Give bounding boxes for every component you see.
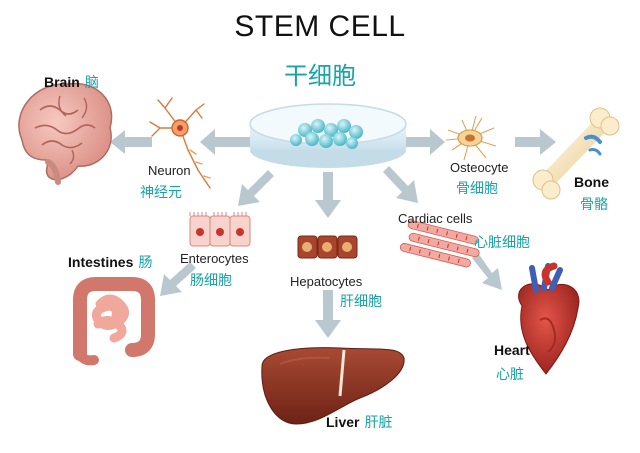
liver-illustration (261, 347, 405, 425)
neuron-label-cn: 神经元 (140, 185, 182, 201)
hepatocytes-illustration (297, 235, 358, 259)
neuron-illustration (149, 97, 211, 189)
brain-illustration (18, 82, 113, 185)
arrows (110, 129, 556, 338)
liver-label-cn: 肝脏 (364, 415, 393, 431)
arrow-to-hepatocytes (315, 172, 341, 218)
brain-label: Brain 脑 (44, 72, 99, 92)
osteocyte-label-cn: 骨细胞 (456, 181, 498, 197)
stem-cells (290, 119, 363, 149)
intestines-label-en: Intestines (68, 254, 134, 270)
diagram-title: STEM CELL (234, 10, 406, 43)
hepatocytes-label-en: Hepatocytes (290, 274, 363, 289)
heart-label-en: Heart (494, 342, 530, 358)
osteocyte-label-en: Osteocyte (450, 160, 509, 175)
liver-label: Liver 肝脏 (326, 412, 393, 432)
arrow-to-enterocytes (238, 170, 274, 206)
arrow-to-neuron (200, 129, 250, 155)
brain-label-cn: 脑 (84, 75, 99, 91)
bone-label-en: Bone (574, 174, 609, 190)
cardiac-label-cn: 心脏细胞 (474, 235, 530, 251)
arrow-to-osteocyte (404, 129, 445, 155)
arrow-to-liver (315, 290, 341, 338)
brain-label-en: Brain (44, 74, 80, 90)
arrow-to-heart (472, 253, 502, 290)
arrow-to-brain (110, 130, 152, 154)
heart-label-cn: 心脏 (496, 367, 524, 383)
intestines-illustration (73, 277, 155, 366)
arrow-to-cardiac (383, 166, 418, 203)
liver-label-en: Liver (326, 414, 360, 430)
enterocytes-illustration (189, 212, 251, 247)
cardiac-cells-illustration (399, 220, 480, 268)
petri-dish (249, 103, 407, 168)
hepatocytes-label-cn: 肝细胞 (340, 294, 382, 310)
heart-illustration (518, 262, 580, 375)
intestines-label-cn: 肠 (138, 255, 153, 271)
bone-label-cn: 骨骼 (580, 197, 608, 213)
arrow-to-intestines (160, 262, 196, 296)
cardiac-label-en: Cardiac cells (398, 211, 473, 226)
bone-illustration (532, 107, 620, 200)
enterocytes-label-en: Enterocytes (180, 251, 249, 266)
diagram-subtitle: 干细胞 (284, 62, 356, 90)
osteocyte-illustration (445, 115, 497, 161)
intestines-label: Intestines 肠 (68, 252, 152, 272)
enterocytes-label-cn: 肠细胞 (190, 273, 232, 289)
neuron-label-en: Neuron (148, 163, 191, 178)
arrow-to-bone (515, 129, 556, 155)
